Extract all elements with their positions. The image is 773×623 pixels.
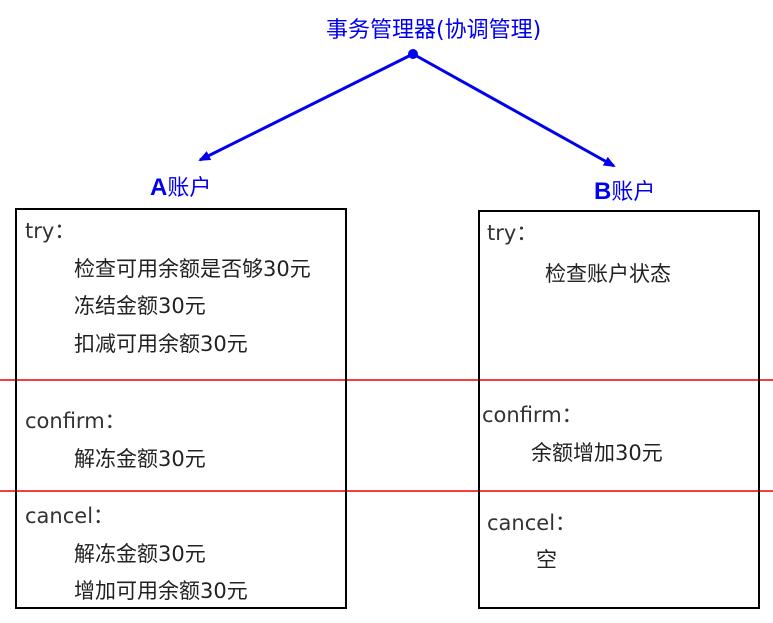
account-a-confirm-label: confirm： [25, 409, 126, 433]
account-a-box [15, 208, 347, 609]
arrow-to-account-a [198, 52, 414, 162]
account-b-cancel-step: 空 [536, 548, 557, 572]
account-b-cancel-label: cancel： [487, 511, 577, 535]
account-b-try-label: try： [487, 221, 538, 245]
diagram-title: 事务管理器(协调管理) [326, 18, 542, 43]
arrow-to-account-b [412, 52, 616, 168]
account-a-try-step: 检查可用余额是否够30元 [74, 257, 311, 281]
account-a-cancel-label: cancel： [25, 504, 115, 528]
account-a-try-label: try： [25, 219, 76, 243]
account-a-confirm-step: 解冻金额30元 [74, 447, 206, 471]
account-a-suffix: 账户 [167, 176, 212, 201]
account-b-letter: B [594, 178, 612, 205]
account-a-try-step: 冻结金额30元 [74, 294, 206, 318]
account-a-letter: A [150, 174, 168, 201]
account-a-cancel-step: 解冻金额30元 [74, 542, 206, 566]
account-b-confirm-label: confirm： [482, 403, 583, 427]
account-b-label: B账户 [594, 174, 655, 206]
account-b-try-step: 检查账户状态 [545, 262, 671, 286]
account-a-try-step: 扣减可用余额30元 [74, 332, 248, 356]
account-b-confirm-step: 余额增加30元 [531, 441, 663, 465]
account-b-box [478, 210, 760, 609]
account-a-cancel-step: 增加可用余额30元 [74, 579, 248, 603]
account-b-suffix: 账户 [611, 180, 656, 205]
account-a-label: A账户 [150, 170, 211, 202]
